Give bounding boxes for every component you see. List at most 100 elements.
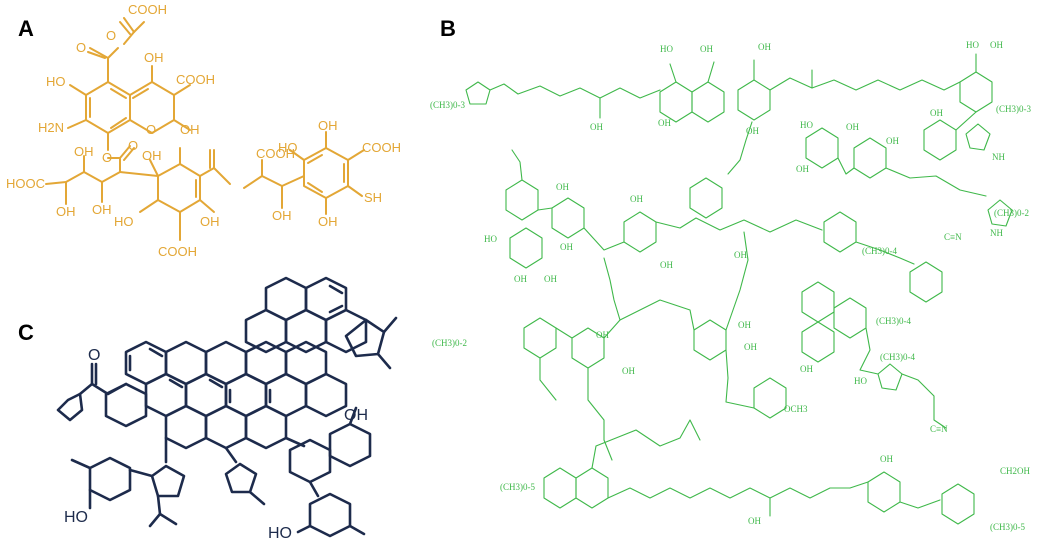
b-ring-16 [801,281,835,323]
c-ring-1 [244,308,288,354]
panel-b: B [430,16,1031,532]
b-ring-15 [693,319,727,361]
label: (CH3)0-4 [880,352,915,362]
label: COOH [176,72,215,87]
label: OH [990,40,1003,50]
label: OH [144,50,164,65]
label: (CH3)0-5 [990,522,1025,532]
label: OCH3 [784,404,808,414]
b-indene [689,177,723,219]
b-ring-9 [551,197,585,239]
label: OH [622,366,635,376]
label: OH [590,122,603,132]
c-cyclopentane [344,318,386,358]
panel-a-molecule [45,17,365,241]
label: OH [142,148,162,163]
b-naph-1 [543,467,577,509]
label: OH [56,204,76,219]
panel-a-letter: A [18,16,34,41]
label: OH [796,164,809,174]
label: HO [114,214,134,229]
label: OH [630,194,643,204]
label: OH [734,250,747,260]
c-ring-3 [324,308,368,354]
b-furan-1 [465,81,491,105]
label: HO [800,120,813,130]
b-ring-12 [823,211,857,253]
label: HO [854,376,867,386]
label: O [128,138,138,153]
label: OH [758,42,771,52]
label: OH [800,364,813,374]
c-furan-2 [224,462,258,494]
label: O [106,28,116,43]
b-ring-20 [867,471,901,513]
c-ring-21 [88,456,132,502]
b-ring-18 [801,321,835,363]
label: OH [74,144,94,159]
c-ring-19 [328,422,372,468]
label: (CH3)0-3 [996,104,1031,114]
label: OH [748,516,761,526]
c-furan-3 [150,464,186,498]
label: HOOC [6,176,45,191]
label: OH [556,182,569,192]
c-ring-18 [288,438,332,484]
panel-c-letter: C [18,320,34,345]
label: (CH3)0-5 [500,482,535,492]
b-ring-11 [623,211,657,253]
label: OH [560,242,573,252]
label: (CH3)0-2 [994,208,1029,218]
label: COOH [158,244,197,259]
b-ring-3 [737,79,771,121]
b-pyrrole-2 [987,199,1013,227]
label: C≡N [930,424,948,434]
c-furan-1 [56,392,84,422]
c-ring-20 [308,492,352,538]
label: CH2OH [1000,466,1031,476]
b-pyrrole-1 [965,123,991,151]
label: COOH [362,140,401,155]
label: NH [992,152,1005,162]
c-ring-16 [204,404,248,450]
label: OH [886,136,899,146]
label: OH [744,342,757,352]
b-ring-7 [853,137,887,179]
label: OH [660,260,673,270]
label: (CH3)0-4 [862,246,897,256]
b-ring-17 [833,297,867,339]
panel-b-letter: B [440,16,456,41]
label: OH [318,214,338,229]
label: O [102,150,112,165]
label: OH [272,208,292,223]
label: OH [596,330,609,340]
b-pyridine [523,317,557,359]
panel-a: A [6,2,401,259]
label: O [146,122,156,137]
b-ring-2 [691,81,725,123]
panel-c-labels: OH HO HO O [64,347,368,542]
panel-a-labels: COOH O O OH HO COOH H2N O OH O O HOOC OH… [6,2,401,259]
label: OH [658,118,671,128]
c-ring-17 [244,404,288,450]
panel-c: C [18,276,398,542]
label: OH [738,320,751,330]
label: OH [92,202,112,217]
c-ring-15 [164,404,208,450]
c-ring-13 [304,372,348,418]
b-ring-13 [909,261,943,303]
label: OH [344,407,368,424]
label: HO [268,525,292,542]
label: C≡N [944,232,962,242]
b-ring-10 [509,227,543,269]
label: OH [514,274,527,284]
b-ring-21 [941,483,975,525]
label: OH [846,122,859,132]
label: OH [318,118,338,133]
label: (CH3)0-2 [432,338,467,348]
label: (CH3)0-4 [876,316,911,326]
label: OH [544,274,557,284]
b-ring-19 [753,377,787,419]
label: HO [484,234,497,244]
